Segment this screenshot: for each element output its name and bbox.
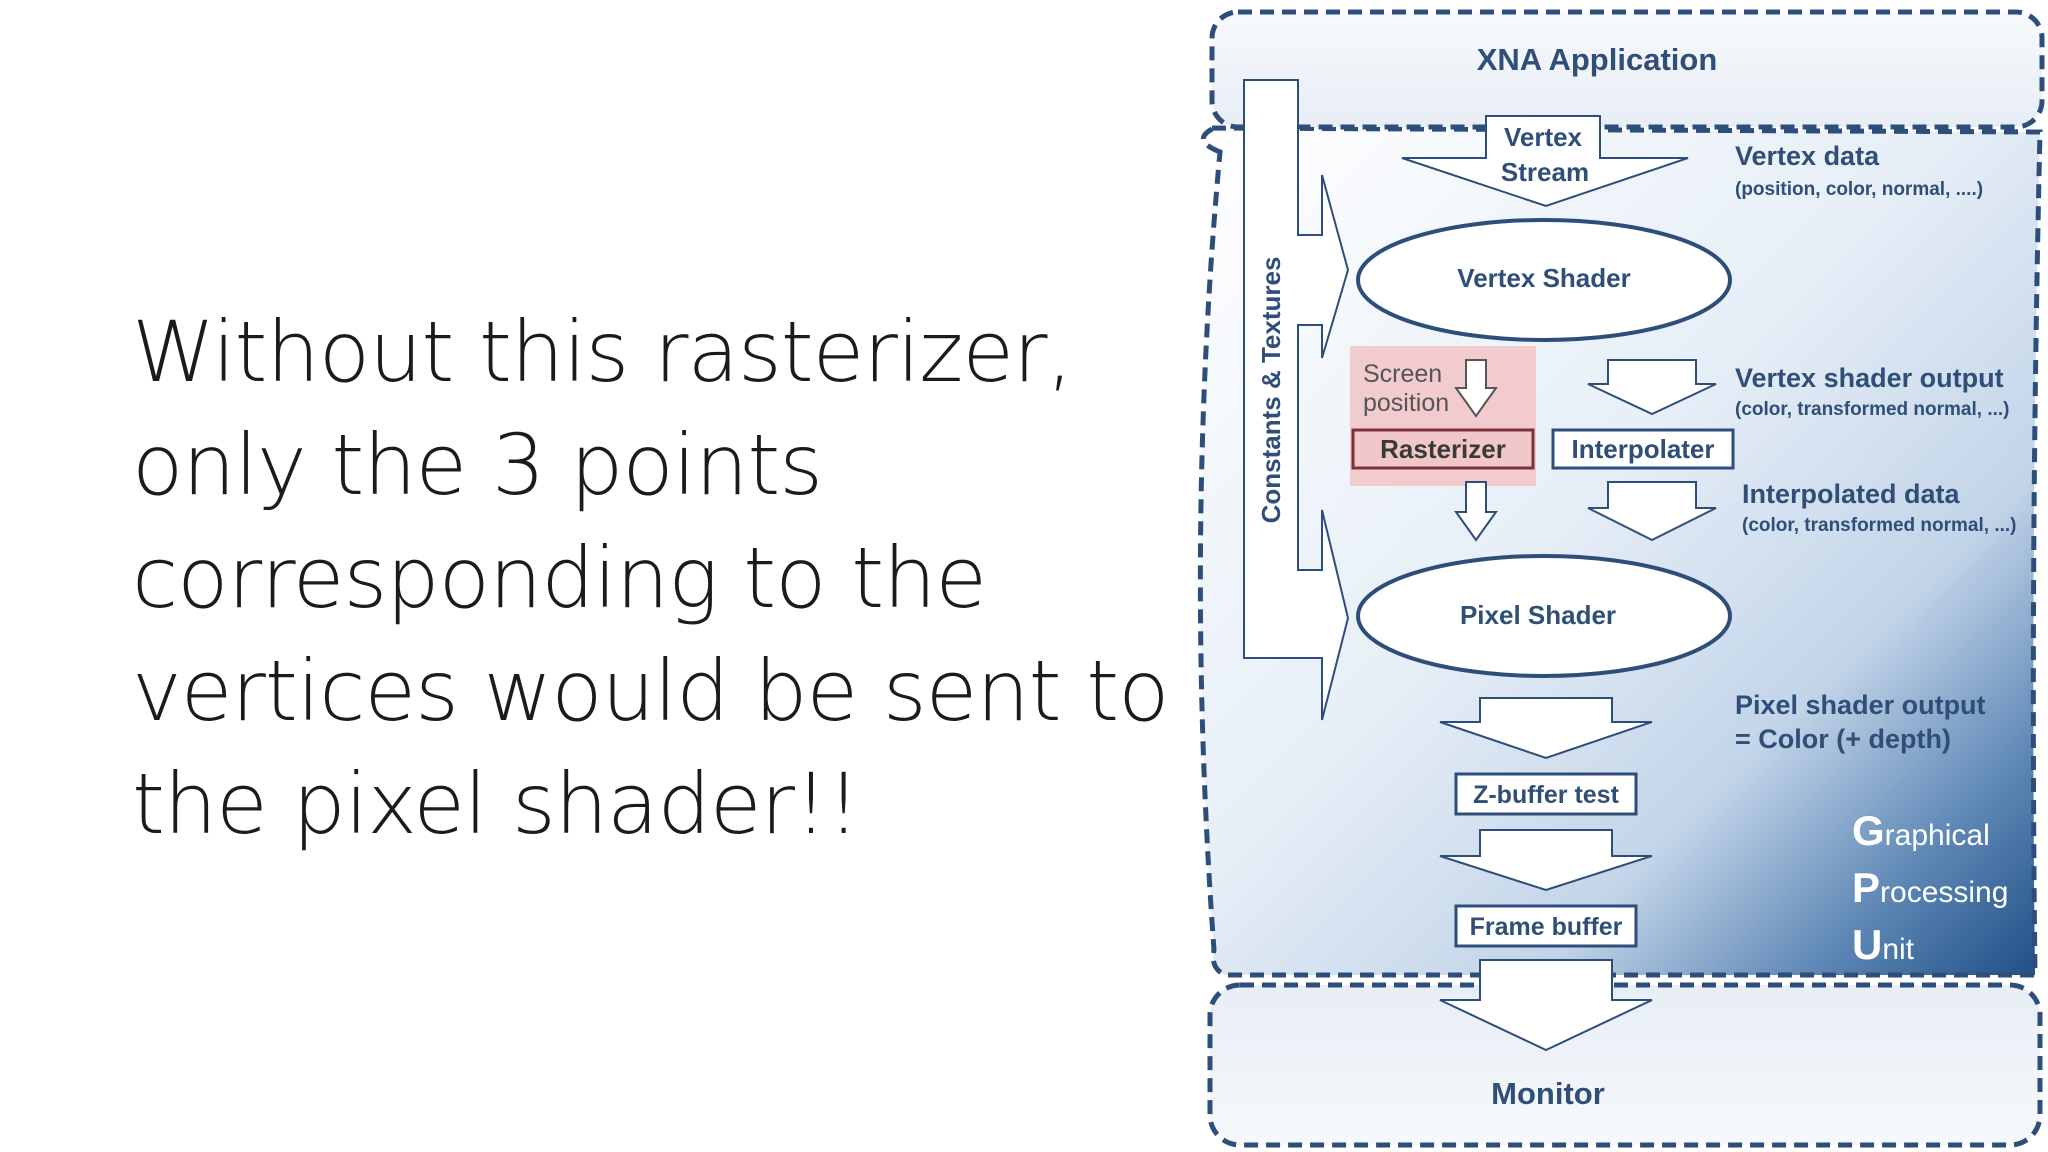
to-zbuffer-arrow [1439, 697, 1653, 760]
body-line-2: only the 3 points [132, 416, 823, 514]
monitor-region [1207, 982, 2043, 1148]
interpolater-label: Interpolater [1571, 434, 1714, 464]
vertex-shader-output-detail: (color, transformed normal, ...) [1735, 399, 2010, 420]
screen-position-label-2: position [1363, 389, 1449, 417]
body-line-5: the pixel shader!! [132, 755, 860, 853]
constants-textures-label: Constants & Textures [1256, 257, 1286, 524]
to-monitor-arrow [1439, 959, 1653, 1052]
body-line-4: vertices would be sent to [132, 642, 1170, 740]
vertex-shader-output-label: Vertex shader output [1735, 363, 2004, 393]
vertex-data-detail: (position, color, normal, ....) [1735, 179, 1983, 200]
vertex-shader-node [1356, 218, 1732, 342]
gpu-label-unit: Unit [1852, 921, 1915, 968]
vertex-shader-label: Vertex Shader [1457, 263, 1630, 293]
rasterizer-down-arrow [1454, 481, 1498, 542]
frame-buffer-box [1454, 904, 1638, 948]
gpu-region [1197, 125, 2043, 978]
xna-application-region [1209, 9, 2045, 130]
rasterizer-box [1351, 428, 1535, 470]
body-line-3: corresponding to the [132, 529, 987, 627]
vertex-stream-arrow [1401, 115, 1689, 208]
to-frame-buffer-arrow [1439, 829, 1653, 892]
screen-position-arrow [1454, 359, 1498, 418]
zbuffer-test-box [1454, 772, 1638, 816]
gpu-pipeline-diagram: XNA Application Monitor Constants & Text… [1197, 9, 2045, 1148]
vertex-stream-label-1: Vertex [1504, 122, 1583, 152]
gpu-label-graphical: Graphical [1852, 807, 1990, 854]
vertex-output-arrow [1587, 359, 1717, 416]
xna-application-label: XNA Application [1477, 42, 1718, 77]
interpolater-box [1551, 428, 1735, 470]
vertex-data-label: Vertex data [1735, 141, 1880, 171]
pixel-shader-node [1356, 554, 1732, 678]
interpolated-data-detail: (color, transformed normal, ...) [1742, 515, 2017, 536]
pixel-shader-output-label-2: = Color (+ depth) [1735, 724, 1951, 754]
frame-buffer-label: Frame buffer [1470, 913, 1623, 941]
interpolated-data-label: Interpolated data [1742, 479, 1961, 509]
monitor-label: Monitor [1491, 1076, 1605, 1111]
screen-position-label-1: Screen [1363, 360, 1442, 388]
interpolated-down-arrow [1587, 481, 1717, 542]
slide-body-text: Without this rasterizer, only the 3 poin… [132, 296, 1170, 861]
constants-textures-bar [1243, 79, 1350, 721]
body-line-1: Without this rasterizer, [132, 303, 1073, 401]
pixel-shader-output-label-1: Pixel shader output [1735, 690, 1986, 720]
zbuffer-test-label: Z-buffer test [1473, 781, 1620, 809]
rasterizer-label: Rasterizer [1380, 434, 1506, 464]
vertex-stream-label-2: Stream [1501, 157, 1589, 187]
gpu-label-processing: Processing [1852, 864, 2008, 911]
pixel-shader-label: Pixel Shader [1460, 600, 1616, 630]
